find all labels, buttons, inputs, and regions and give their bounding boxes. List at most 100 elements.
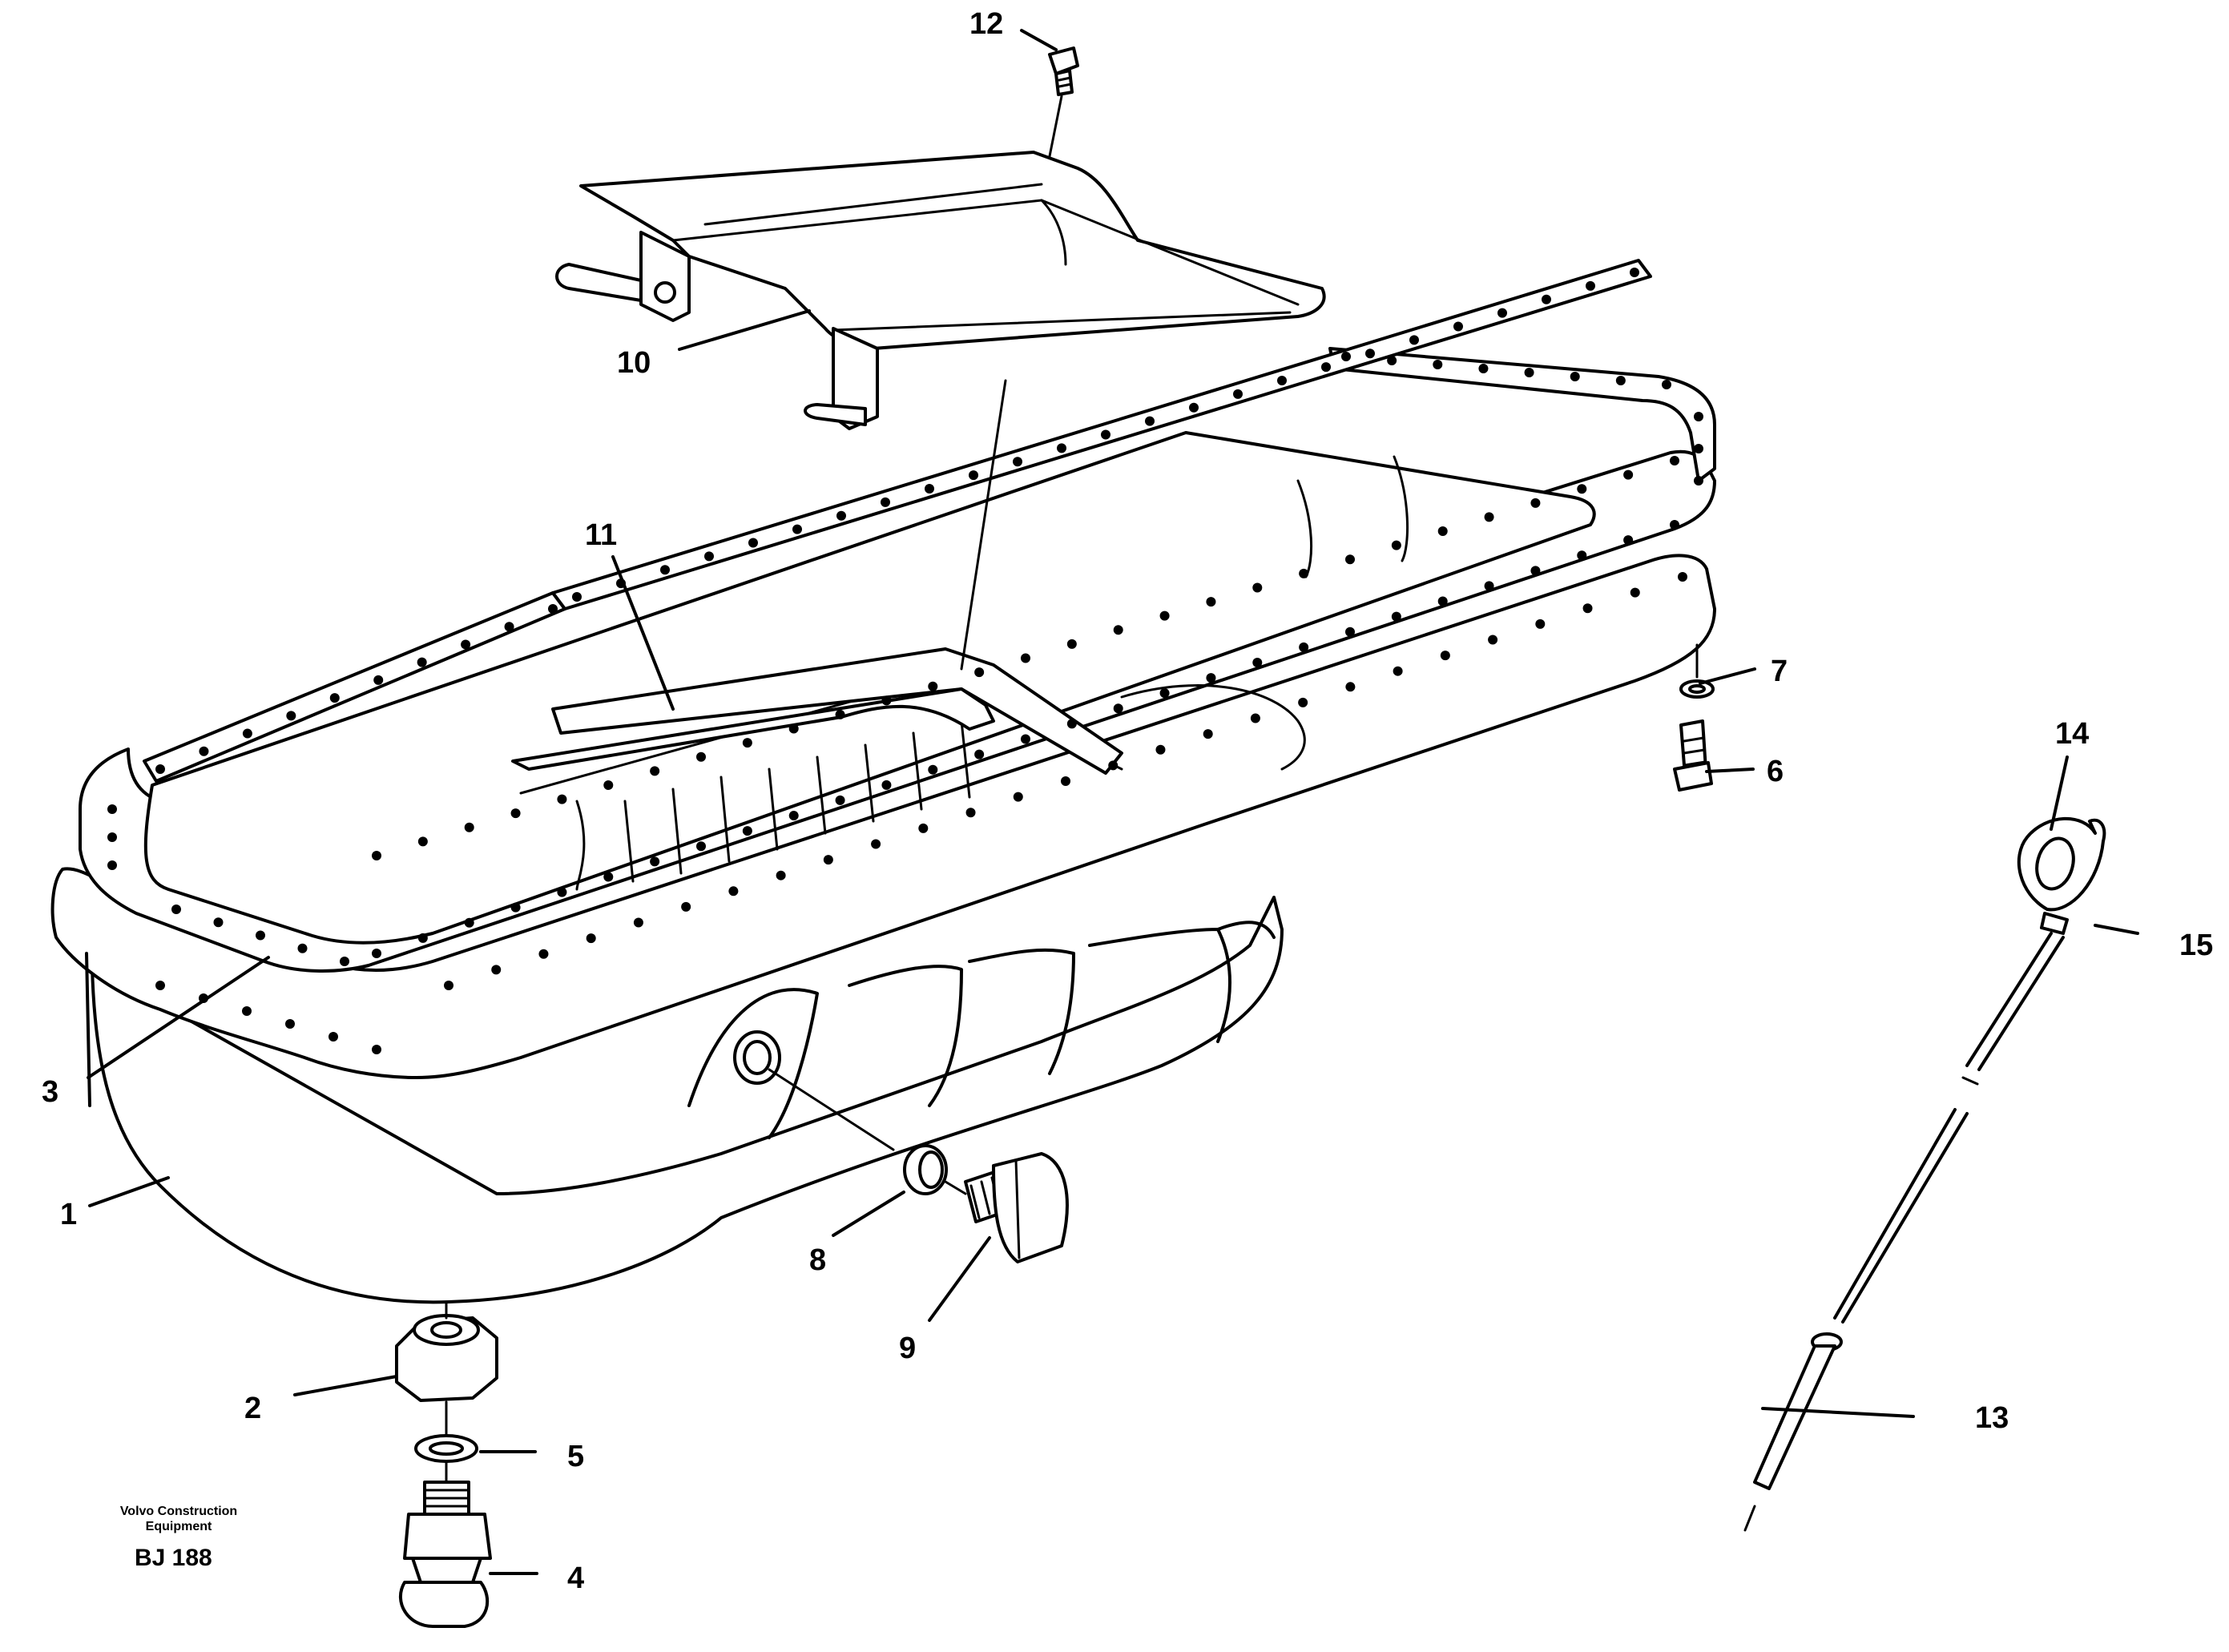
bolt-hole [776,870,786,880]
bolt-hole [835,709,845,719]
dipstick [1743,816,2106,1532]
credit-company: Volvo Construction [119,1505,238,1518]
bolt-hole [928,764,938,775]
bolt-hole [1155,744,1166,755]
gasket-holes [107,268,1703,1054]
bolt-hole [792,524,802,534]
bolt-hole [1670,456,1679,465]
bolt-hole [974,749,985,760]
bolt-hole [1021,653,1030,663]
bolt-hole [1577,550,1587,561]
bolt-hole [1570,372,1580,381]
bolt-hole [372,949,381,958]
bolt-hole [1061,776,1070,786]
bolt-hole [835,795,845,805]
callout-2: 2 [244,1392,261,1425]
bolt-hole [1484,581,1494,591]
callout-10: 10 [617,346,651,380]
callout-1: 1 [60,1198,77,1231]
bolt-hole [548,604,558,614]
bolt-hole [788,723,799,734]
bolt-hole [1250,713,1260,723]
bolt-hole [107,832,117,842]
bolt-hole [836,510,846,521]
bolt-hole [1321,362,1331,373]
bolt-hole [373,675,384,685]
bolt-hole [510,808,521,819]
bolt-hole [1440,651,1450,661]
bolt-hole [881,497,890,507]
bolt-hole [1670,520,1679,530]
bolt-hole [1252,582,1263,593]
plug-9 [944,1152,1069,1263]
bolt-hole [1586,280,1595,291]
bolt-hole [742,738,752,748]
bolt-hole [1341,352,1351,361]
bolt-hole [417,836,428,847]
bolt-hole [329,693,340,703]
bolt-hole [538,949,549,959]
bolt-hole [1108,760,1119,771]
bolt-hole [748,538,758,548]
bolt-hole [1277,376,1287,385]
bolt-hole [1409,335,1419,345]
bolt-hole [660,565,670,575]
bolt-hole [1365,349,1375,359]
bolt-hole [1630,587,1640,598]
bolt-hole [681,901,691,912]
bolt-hole [881,780,892,790]
bolt-hole [557,794,567,804]
callouts: 12 10 11 7 6 14 15 13 3 1 2 5 4 8 9 [42,7,2213,1595]
bolt-hole [1630,268,1639,277]
callout-4: 4 [567,1561,584,1595]
bolt-hole [728,886,739,897]
callout-13: 13 [1975,1401,2009,1435]
bolt-hole [1662,380,1671,389]
bolt-hole [155,764,165,774]
bolt-hole [881,695,892,706]
bolt-hole [107,860,117,870]
bolt-hole [464,917,474,928]
bolt-hole [1345,627,1355,637]
bolt-hole [417,933,428,943]
bolt-hole [1233,389,1243,399]
bolt-hole [242,728,252,739]
bolt-hole [650,766,660,776]
callout-7: 7 [1771,655,1788,688]
bolt-hole [928,681,938,691]
bolt-hole [417,657,427,667]
bolt-hole [1013,457,1022,467]
bolt-hole [1453,321,1463,332]
bolt-hole [285,1019,295,1029]
bolt-hole [1524,368,1534,377]
washer-7 [1679,643,1715,699]
callout-14: 14 [2055,717,2089,751]
bolt-hole [1615,376,1626,385]
credit-company-line2: Equipment [145,1520,212,1533]
seal-ring-8 [768,1068,948,1195]
bolt-hole [491,965,502,975]
callout-5: 5 [567,1440,584,1473]
bolt-hole [1299,568,1309,578]
bolt-hole [696,841,706,852]
bolt-hole [1530,566,1541,576]
callout-9: 9 [899,1332,916,1365]
bolt-hole [1437,526,1448,537]
bolt-hole [1113,625,1123,635]
bolt-hole [1159,610,1170,621]
bolt-hole [444,981,453,990]
bolt-hole [1694,476,1703,486]
oil-pan [50,554,1716,1304]
bolt-hole [1021,734,1030,744]
washer-5 [414,1434,478,1484]
bolt-hole [974,667,985,678]
bolt-hole [1206,673,1216,683]
bolt-hole [1066,719,1077,729]
bolt-hole [1066,639,1077,649]
bolt-hole [297,943,308,953]
bolt-hole [504,622,514,632]
bolt-hole [1252,657,1263,667]
cover-plate [555,151,1326,671]
bolt-hole [704,551,714,562]
